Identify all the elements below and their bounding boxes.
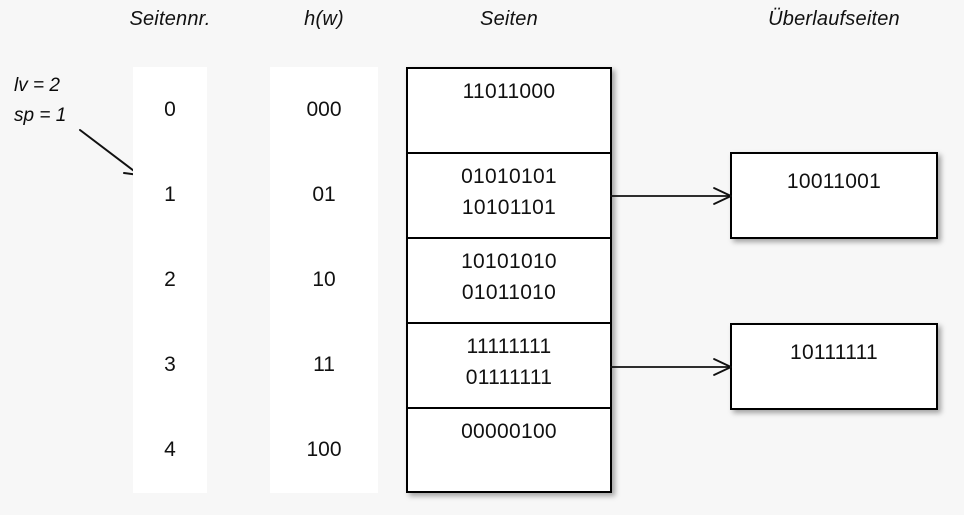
column-header-ueberlaufseiten: Überlaufseiten (768, 8, 900, 30)
hash-value-cell: 01 (312, 182, 336, 206)
page-record-value: 01111111 (465, 366, 553, 389)
pages-table: 11011000 01010101 10101101 10101010 01011010… (406, 67, 612, 493)
page-number-cell: 1 (164, 182, 176, 206)
hash-value-cell: 11 (313, 352, 335, 376)
page-number-cell: 2 (164, 267, 176, 291)
column-header-seitennr: Seitennr. (129, 8, 211, 30)
parameter-annotation: lv = 2 sp = 1 (14, 71, 66, 131)
overflow-page-box: 10011001 (730, 152, 938, 239)
page-record-value: 01011010 (461, 281, 557, 304)
column-header-seiten: Seiten (480, 8, 538, 30)
page-record-value: 00000100 (461, 420, 557, 443)
hash-value-cell: 100 (306, 437, 342, 461)
overflow-link-arrow-icon (610, 187, 732, 205)
page-bucket: 10101010 01011010 (408, 239, 610, 324)
page-record-value: 10101101 (461, 196, 557, 219)
page-bucket: 01010101 10101101 (408, 154, 610, 239)
page-bucket: 11111111 01111111 (408, 324, 610, 409)
overflow-page-value: 10111111 (789, 341, 879, 364)
parameter-lv: lv = 2 (14, 75, 60, 96)
overflow-link-arrow-icon (610, 358, 732, 376)
page-record-value: 01010101 (461, 165, 557, 188)
hash-value-cell: 000 (306, 97, 342, 121)
column-seitennr: 0 1 2 3 4 (133, 67, 207, 493)
hash-value-cell: 10 (312, 267, 336, 291)
column-header-hw: h(w) (304, 8, 344, 30)
page-bucket: 00000100 (408, 409, 610, 491)
overflow-page-value: 10011001 (786, 170, 882, 193)
page-record-value: 11011000 (462, 80, 556, 103)
page-record-value: 11111111 (466, 335, 552, 358)
page-record-value: 10101010 (461, 250, 557, 273)
page-bucket: 11011000 (408, 69, 610, 154)
page-number-cell: 3 (164, 352, 176, 376)
parameter-sp: sp = 1 (14, 105, 67, 126)
column-hw: 000 01 10 11 100 (270, 67, 378, 493)
page-number-cell: 0 (164, 97, 176, 121)
page-number-cell: 4 (164, 437, 176, 461)
overflow-page-box: 10111111 (730, 323, 938, 410)
